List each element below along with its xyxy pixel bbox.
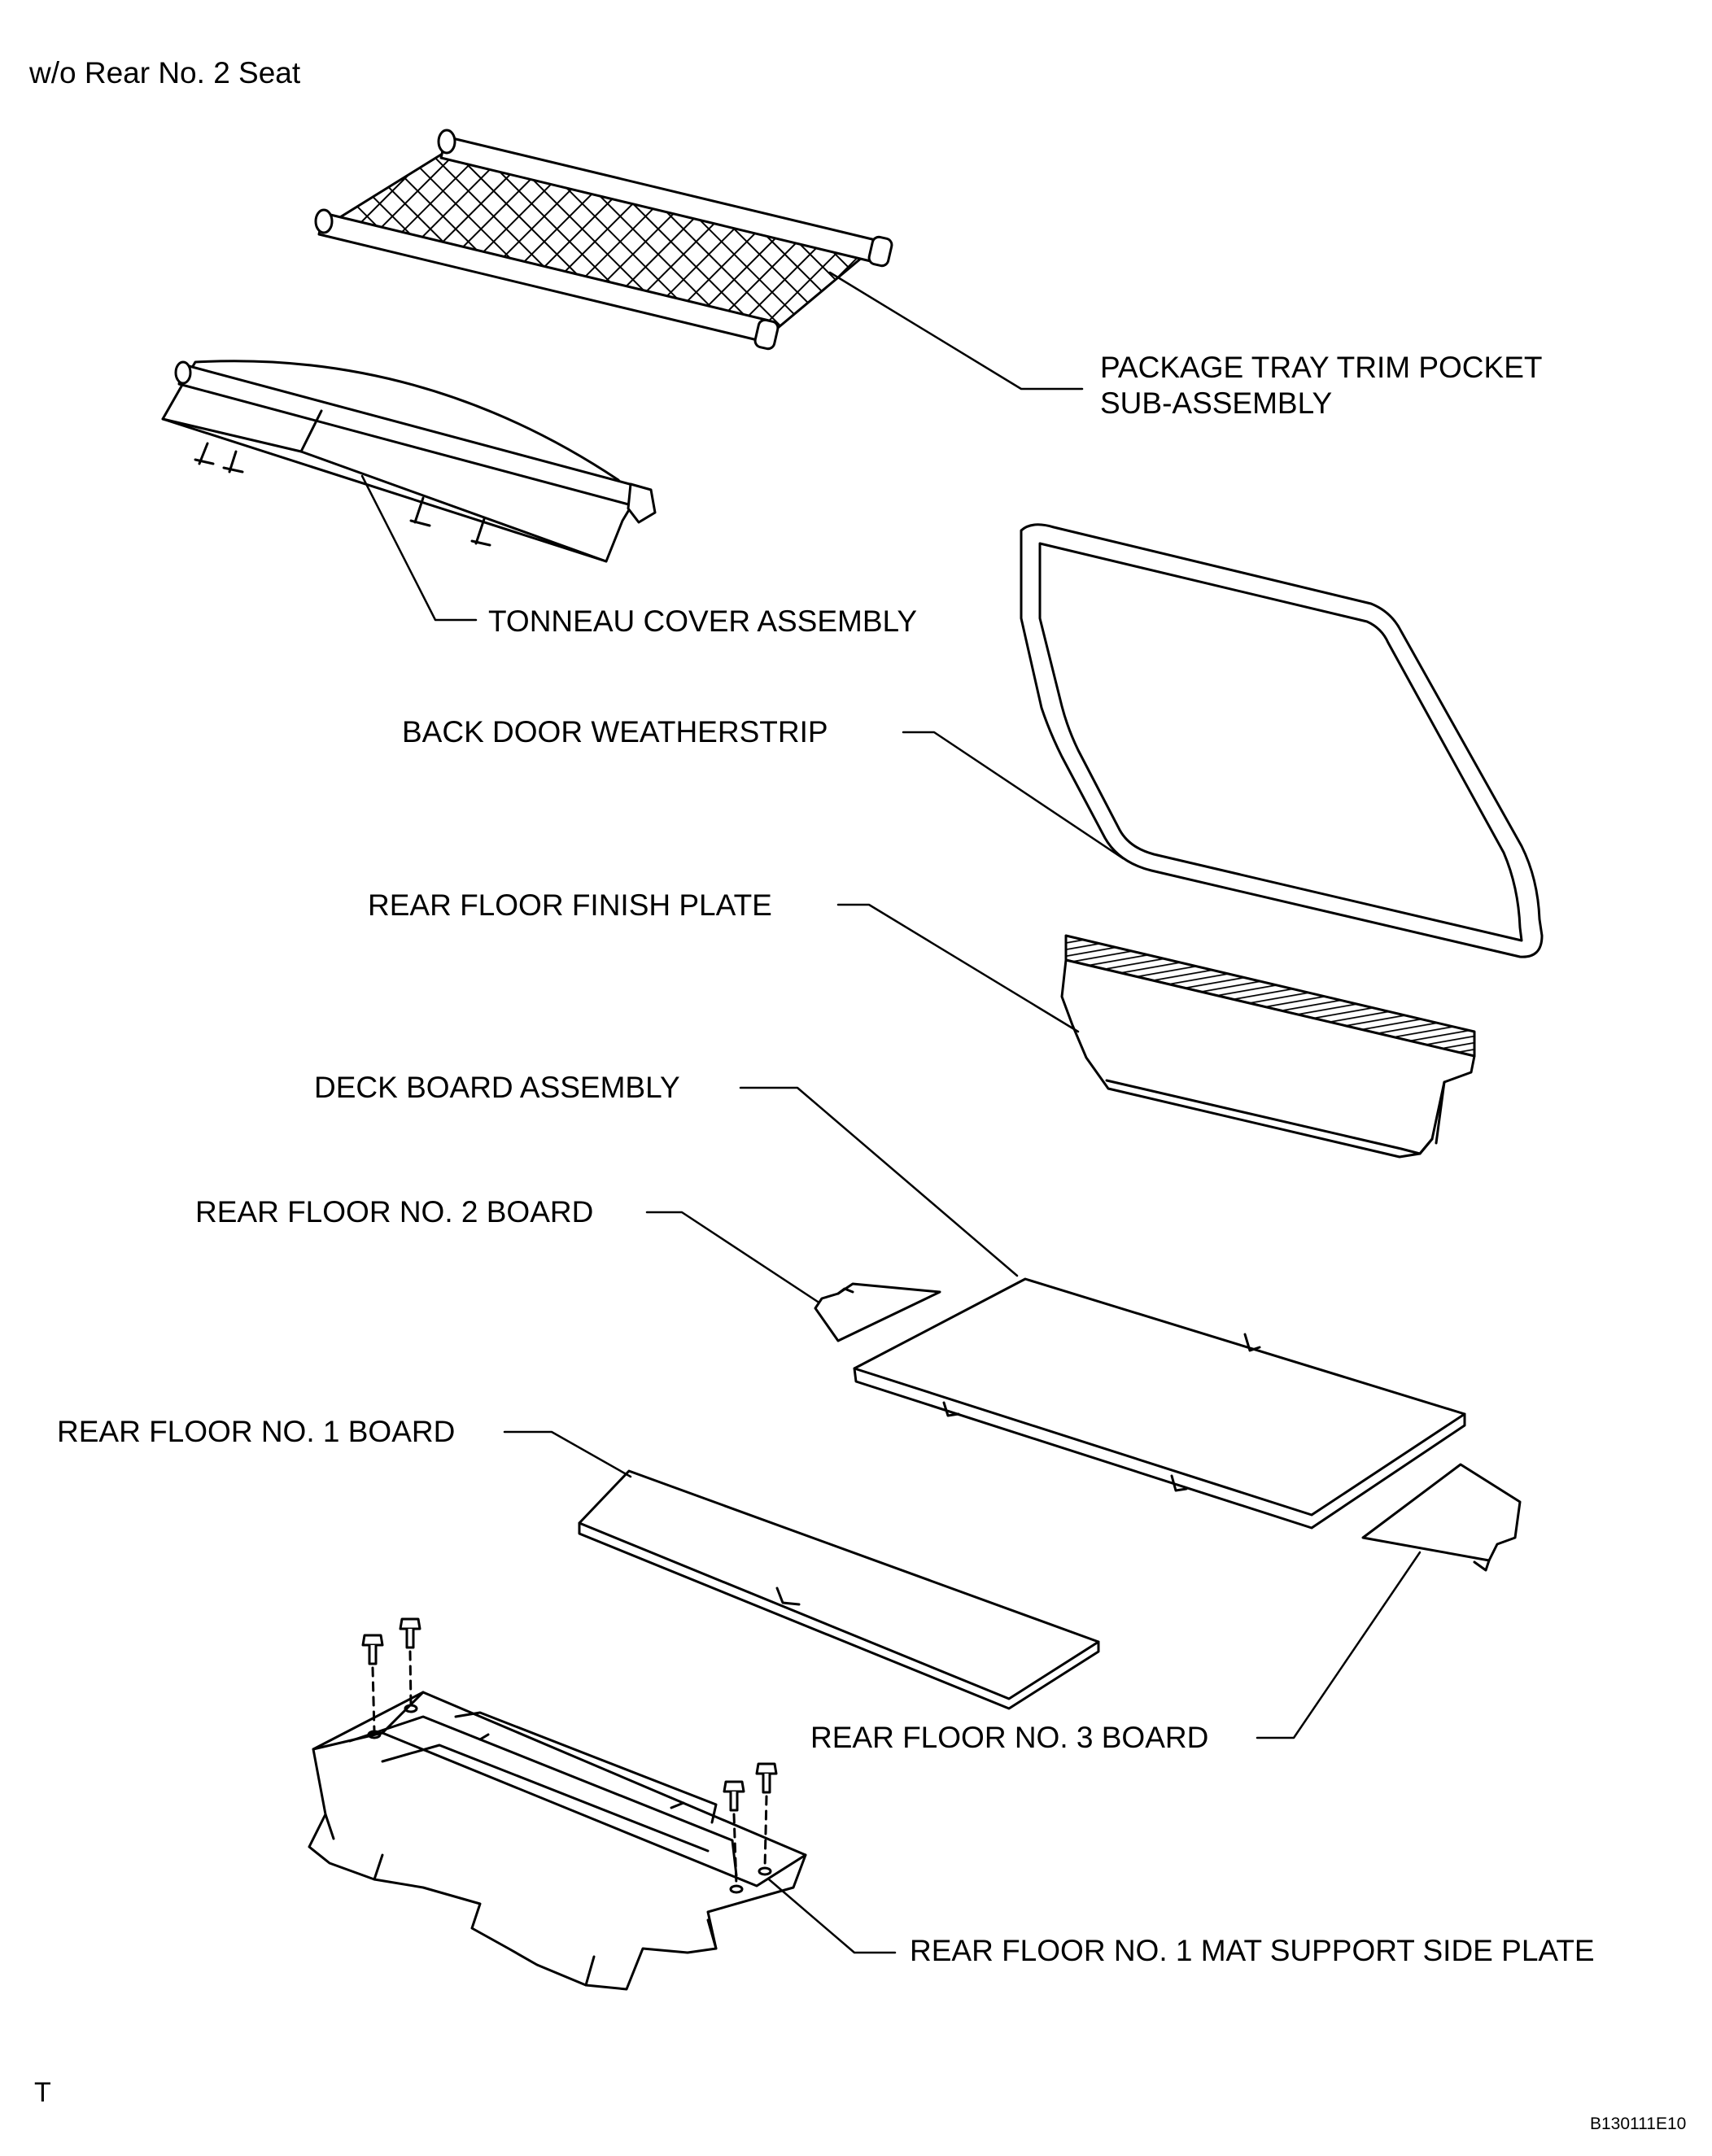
leader-rear-floor-no2-board: [645, 1211, 819, 1303]
leader-rear-floor-finish-plate: [836, 903, 1080, 1033]
tonneau-cover-drawing: [161, 360, 657, 563]
rear-floor-no3-board-drawing: [1361, 1463, 1522, 1572]
label-package-tray-trim-pocket: PACKAGE TRAY TRIM POCKET SUB-ASSEMBLY: [1100, 350, 1542, 421]
label-mat-support-side-plate: REAR FLOOR NO. 1 MAT SUPPORT SIDE PLATE: [910, 1934, 1595, 1967]
label-rear-floor-no3-board: REAR FLOOR NO. 3 BOARD: [810, 1721, 1209, 1754]
label-rear-floor-finish-plate: REAR FLOOR FINISH PLATE: [368, 888, 772, 922]
back-door-weatherstrip-drawing: [1020, 523, 1544, 958]
leader-package-tray: [828, 271, 1084, 391]
rear-floor-no2-board-drawing: [814, 1282, 941, 1342]
rear-floor-no1-board-drawing: [578, 1469, 1100, 1710]
label-rear-floor-no2-board: REAR FLOOR NO. 2 BOARD: [195, 1195, 594, 1229]
label-rear-floor-no1-board: REAR FLOOR NO. 1 BOARD: [57, 1415, 456, 1448]
mat-support-side-plate-drawing: [308, 1617, 807, 1991]
variant-caption: w/o Rear No. 2 Seat: [29, 56, 301, 89]
package-tray-trim-pocket-drawing: [314, 129, 893, 351]
label-package-tray-line-2: SUB-ASSEMBLY: [1100, 386, 1333, 420]
leader-mat-support-side-plate: [767, 1878, 897, 1954]
leader-rear-floor-no3-board: [1256, 1551, 1422, 1739]
label-tonneau-cover: TONNEAU COVER ASSEMBLY: [488, 604, 918, 638]
label-back-door-weatherstrip: BACK DOOR WEATHERSTRIP: [402, 715, 828, 748]
leader-tonneau-cover: [360, 474, 478, 622]
corner-mark: T: [34, 2077, 51, 2108]
label-package-tray-line-1: PACKAGE TRAY TRIM POCKET: [1100, 351, 1543, 384]
leader-rear-floor-no1-board: [503, 1430, 632, 1478]
leader-deck-board: [739, 1086, 1019, 1277]
label-deck-board: DECK BOARD ASSEMBLY: [314, 1071, 680, 1104]
figure-code: B130111E10: [1590, 2115, 1687, 2133]
rear-floor-finish-plate-drawing: [1060, 934, 1476, 1159]
leader-lines: [360, 271, 1422, 1954]
deck-board-drawing: [853, 1277, 1466, 1530]
leader-back-door-weatherstrip: [902, 731, 1125, 860]
